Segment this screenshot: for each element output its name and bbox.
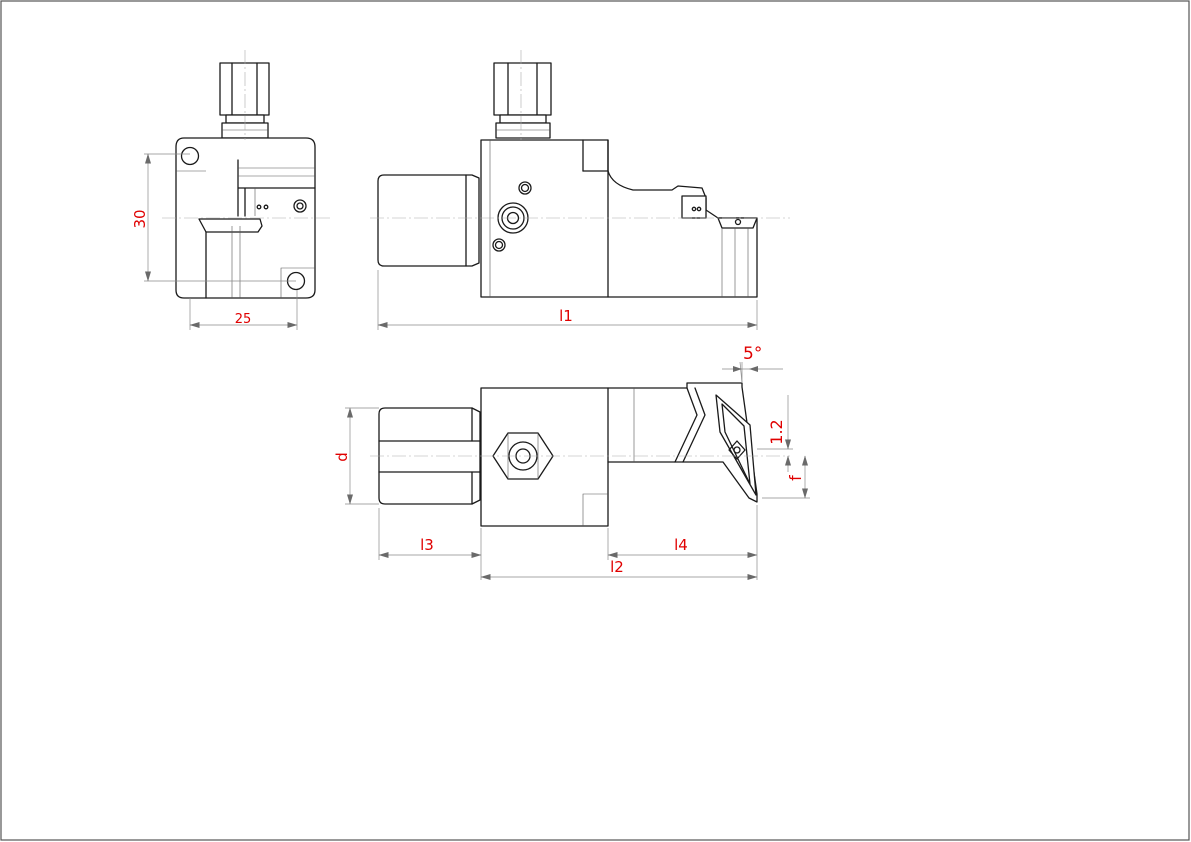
side-view	[370, 50, 790, 298]
dim-label-25: 25	[235, 312, 252, 327]
dim-label-l2: l2	[610, 558, 624, 576]
dim-label-l3: l3	[420, 536, 434, 554]
top-view	[370, 382, 790, 527]
dim-label-l4: l4	[674, 536, 688, 554]
dimensions	[144, 153, 810, 580]
dim-label-30: 30	[131, 209, 149, 228]
dimension-labels: 30 25 l1 5° 1.2 d f l3 l4 l2	[131, 209, 805, 576]
dim-label-l1: l1	[559, 307, 573, 325]
dim-label-f: f	[786, 475, 805, 481]
end-view	[162, 50, 330, 299]
dim-label-offset: 1.2	[767, 419, 786, 444]
dim-label-angle: 5°	[743, 344, 762, 364]
dim-label-d: d	[333, 452, 351, 462]
